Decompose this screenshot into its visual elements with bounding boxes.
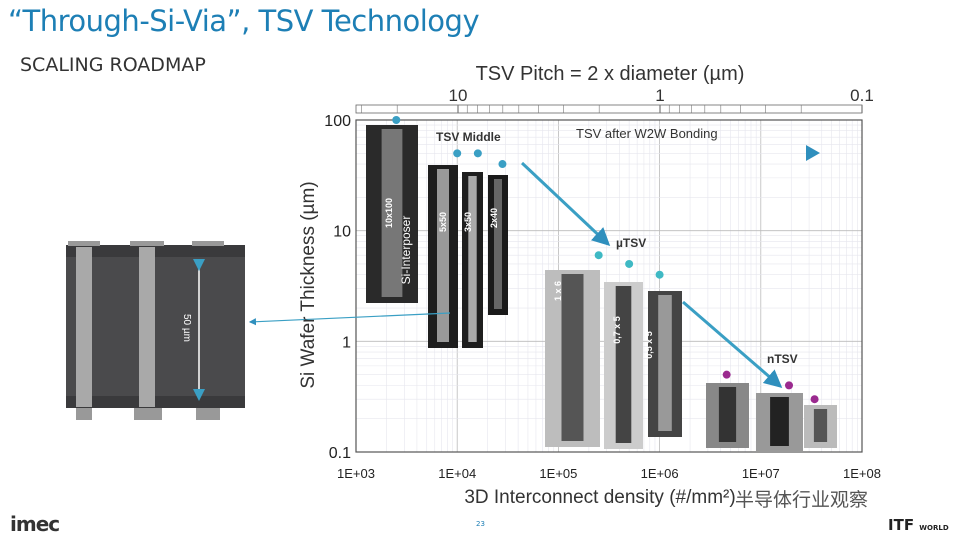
via-size-label: 0,5 x 5 — [644, 331, 654, 359]
sem-via — [813, 409, 828, 442]
annotation-w2w: TSV after W2W Bonding — [576, 126, 718, 141]
sem-via — [381, 129, 403, 297]
sem-via — [615, 286, 632, 443]
watermark: 半导体行业观察 — [735, 489, 869, 511]
data-point — [498, 160, 507, 169]
x-tick-label: 1E+06 — [641, 466, 679, 481]
via-size-label: 3x50 — [463, 212, 473, 232]
data-point — [594, 251, 603, 260]
imec-logo: imec — [10, 512, 60, 536]
itf-brand: ITF — [888, 516, 915, 534]
top-pitch-axis: 10 1 0.1 TSV Pitch = 2 x diameter (µm) — [355, 63, 874, 114]
sem-via — [468, 176, 477, 342]
slide-subtitle: SCALING ROADMAP — [20, 54, 206, 76]
via-note-label: Si-Interposer — [399, 216, 413, 285]
x-tick-label: 1E+05 — [539, 466, 577, 481]
y-axis-title: Si Wafer Thickness (µm) — [298, 181, 319, 388]
inset-pointer-arrow — [248, 312, 451, 326]
x-tick-label: 1E+03 — [337, 466, 375, 481]
via-size-label: 2x40 — [489, 208, 499, 228]
sem-via — [494, 179, 502, 309]
y-tick-label: 1 — [342, 334, 351, 351]
data-point — [722, 370, 731, 379]
y-tick-label: 0.1 — [329, 445, 351, 462]
chart-labels: 1E+03 1E+04 1E+05 1E+06 1E+07 1E+08 100 10 1 0.1 3… — [298, 113, 881, 508]
top-axis-tick-label: 10 — [449, 86, 468, 105]
sem-via — [770, 397, 789, 446]
itf-brand-sub: WORLD — [919, 524, 949, 532]
via-size-label: 10x100 — [384, 198, 394, 228]
data-point — [785, 381, 794, 390]
top-axis-tick-label: 0.1 — [850, 86, 874, 105]
via-size-label: 0,7 x 5 — [612, 316, 622, 344]
y-tick-label: 10 — [333, 224, 351, 241]
data-point — [392, 116, 401, 124]
w2w-arrow-head — [806, 145, 820, 161]
slide-title: “Through-Si-Via”, TSV Technology — [8, 4, 480, 38]
top-axis-tick-label: 1 — [655, 86, 664, 105]
x-tick-label: 1E+04 — [438, 466, 476, 481]
inset-scale-label: 50 µm — [181, 314, 192, 342]
plot-frame — [355, 119, 863, 453]
tsv-to-utsv-arrow — [520, 161, 611, 247]
tsv-cross-section-inset: 50 µm — [66, 241, 245, 420]
sem-via — [718, 387, 737, 442]
sem-via — [658, 295, 672, 431]
data-point — [655, 270, 664, 279]
data-point — [473, 149, 482, 158]
utsv-to-ntsv-arrow — [682, 300, 783, 388]
data-point — [810, 395, 819, 404]
sem-via — [437, 169, 449, 342]
series-label-utsv: µTSV — [616, 236, 646, 250]
top-axis-bar — [355, 104, 863, 114]
x-axis-title: 3D Interconnect density (#/mm²) — [464, 487, 735, 508]
series-label-ntsv: nTSV — [767, 352, 798, 366]
x-tick-label: 1E+08 — [843, 466, 881, 481]
via-size-label: 5x50 — [438, 212, 448, 232]
page-number: 23 — [476, 520, 485, 528]
sem-via — [561, 274, 584, 441]
series-label-tsv-middle: TSV Middle — [436, 130, 501, 144]
data-points — [392, 116, 819, 404]
data-point — [625, 259, 634, 268]
y-tick-label: 100 — [324, 113, 351, 130]
top-axis-title: TSV Pitch = 2 x diameter (µm) — [476, 63, 745, 85]
x-tick-label: 1E+07 — [742, 466, 780, 481]
via-size-label: 1 x 6 — [553, 281, 563, 301]
trend-arrows — [248, 145, 820, 388]
data-point — [453, 149, 462, 158]
itf-world-logo: ITF WORLD — [888, 516, 949, 534]
